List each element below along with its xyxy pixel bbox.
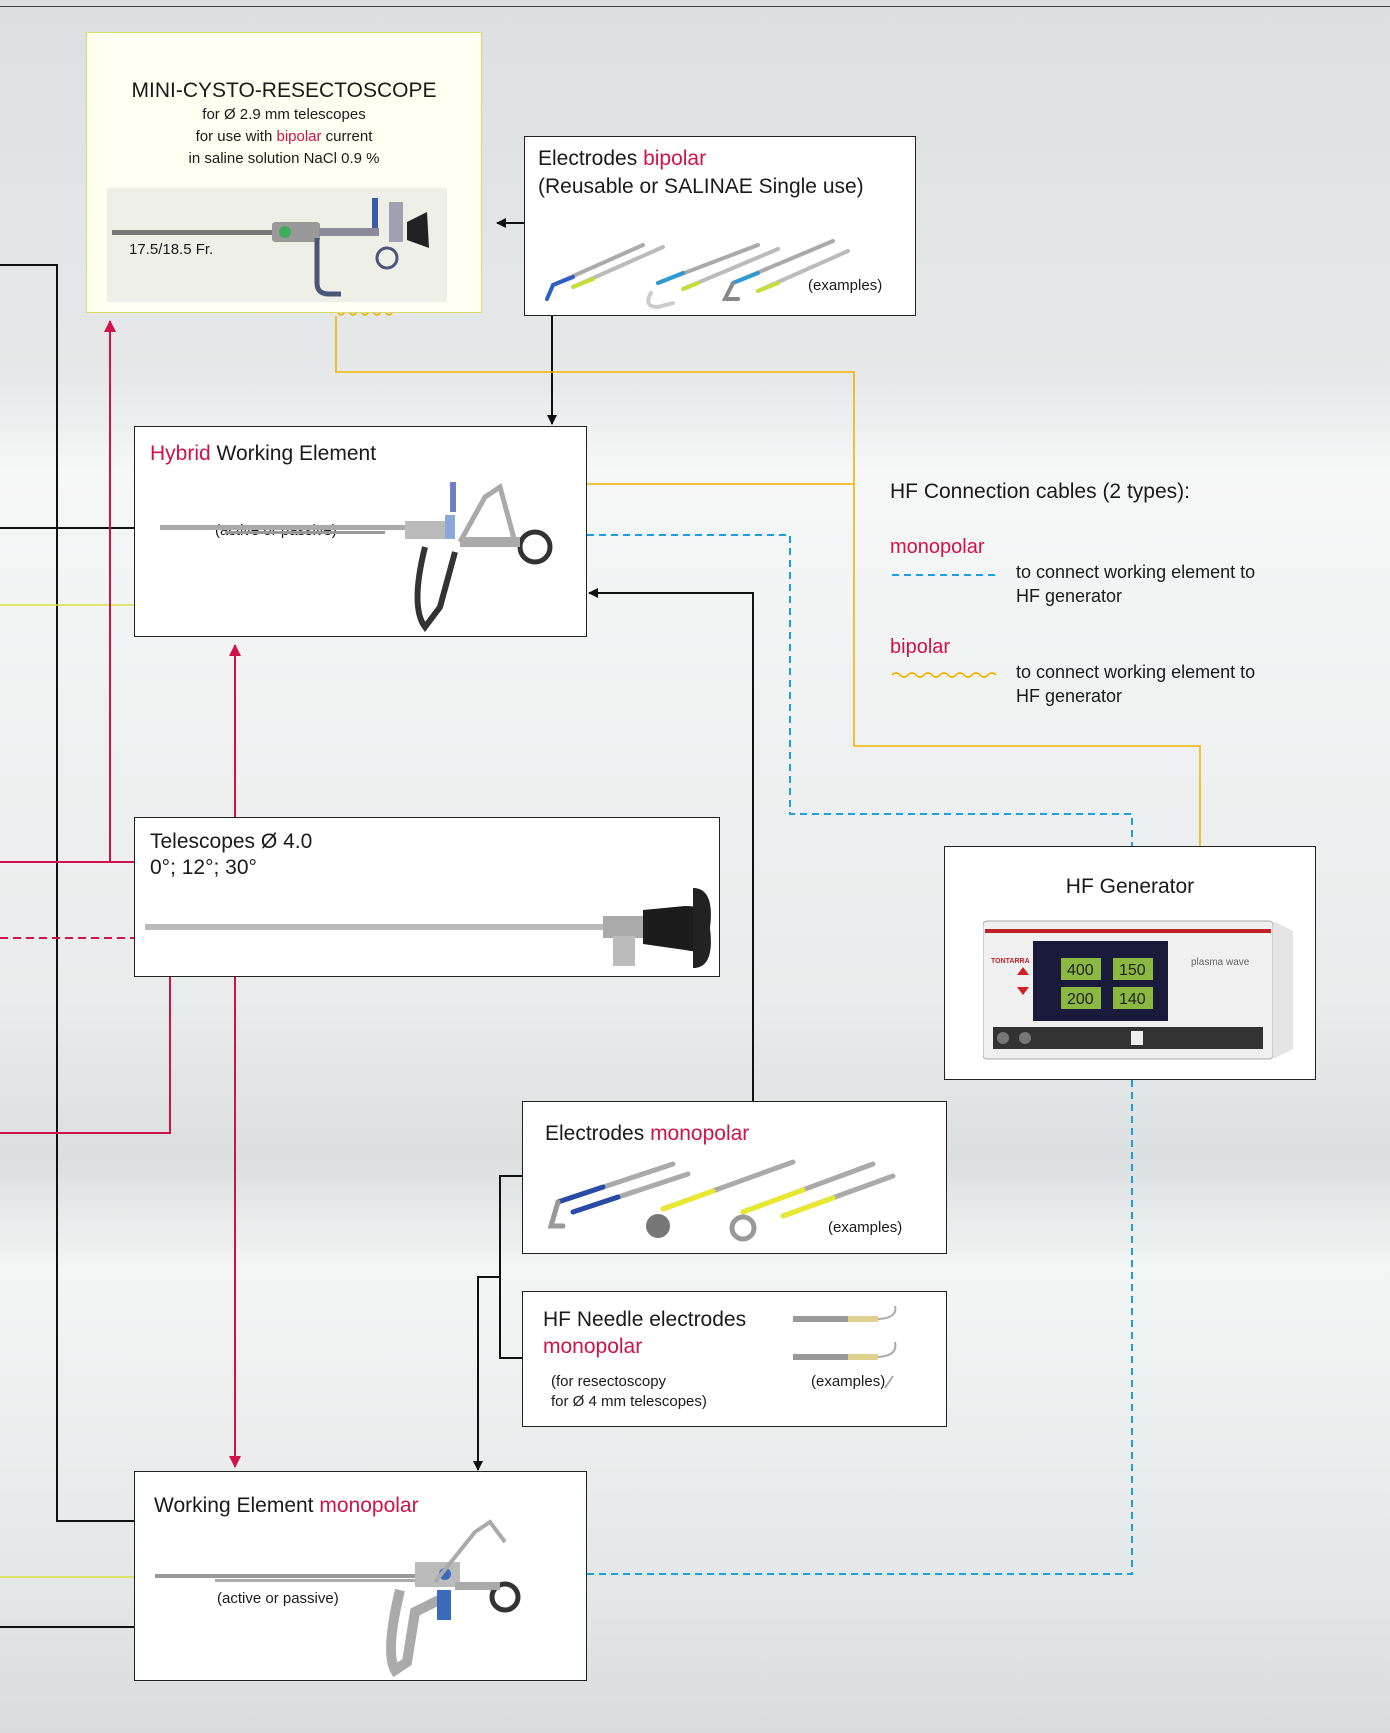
- needle-note1: (for resectoscopy: [551, 1373, 667, 1390]
- line-branch: [499, 1175, 522, 1359]
- bipolar-electrodes-image: [545, 239, 850, 310]
- electrodes-bipolar-subtitle: (Reusable or SALINAE Single use): [538, 175, 864, 198]
- telescopes-title: Telescopes Ø 4.0: [150, 830, 313, 853]
- needle-electrodes-image: [793, 1306, 897, 1389]
- resectoscope-title: MINI-CYSTO-RESECTOSCOPE: [131, 79, 437, 102]
- gen-brand: TONTARRA: [991, 958, 1030, 965]
- resectoscope-line1: for Ø 2.9 mm telescopes: [202, 106, 366, 123]
- telescopes-angles: 0°; 12°; 30°: [150, 856, 257, 879]
- hybrid-image: [160, 482, 553, 632]
- line-elecmono-to-hybrid: [588, 588, 754, 1101]
- electrodes-monopolar-note: (examples): [828, 1219, 903, 1236]
- needle-note2: for Ø 4 mm telescopes): [551, 1393, 707, 1410]
- we-mono-image: [155, 1519, 521, 1677]
- resectoscope-line2: for use with bipolar current: [195, 128, 373, 145]
- legend-bi-text2: HF generator: [1016, 686, 1123, 706]
- resectoscope-size: 17.5/18.5 Fr.: [129, 241, 214, 258]
- electrodes-bipolar-box: Electrodes bipolar (Reusable or SALINAE …: [524, 136, 916, 316]
- legend-mono-label: monopolar: [890, 536, 985, 558]
- gen-val3: 200: [1067, 991, 1094, 1008]
- legend-mono-text1: to connect working element to: [1016, 562, 1256, 582]
- hf-generator-image: 400 150 200 140 TONTARRA plasma wave: [983, 920, 1293, 1060]
- cable-mono-wemono: [587, 1080, 1133, 1575]
- gen-logo: plasma wave: [1191, 957, 1250, 968]
- hf-generator-box: HF Generator 400 150 200 140 TONTARRA pl…: [944, 846, 1316, 1080]
- needle-note: (examples): [811, 1373, 886, 1390]
- line-branch-to-wemono: [473, 1276, 500, 1471]
- resectoscope-line3: in saline solution NaCl 0.9 %: [188, 150, 380, 167]
- gen-val1: 400: [1067, 962, 1094, 979]
- cable-mono-hybrid: [587, 534, 1133, 846]
- hybrid-working-element-box: Hybrid Working Element (active or passiv…: [134, 426, 587, 637]
- needle-title: HF Needle electrodes: [543, 1308, 747, 1331]
- line-left-outer: [0, 264, 136, 1522]
- working-element-monopolar-box: Working Element monopolar (active or pas…: [134, 1471, 587, 1681]
- telescopes-box: Telescopes Ø 4.0 0°; 12°; 30°: [134, 817, 720, 977]
- needle-electrodes-box: HF Needle electrodes monopolar (for rese…: [522, 1291, 947, 1427]
- legend-mono-text2: HF generator: [1016, 586, 1123, 606]
- hybrid-title: Hybrid Working Element: [150, 442, 377, 465]
- needle-title-red: monopolar: [543, 1335, 643, 1358]
- we-mono-title: Working Element monopolar: [154, 1494, 419, 1517]
- legend-bi-label: bipolar: [890, 636, 951, 658]
- red-to-scope: [0, 320, 116, 863]
- resectoscope-image: [107, 188, 447, 302]
- hf-generator-title: HF Generator: [1065, 875, 1195, 898]
- telescope-image: [145, 888, 711, 968]
- red-lower-left: [0, 977, 171, 1134]
- we-mono-note: (active or passive): [217, 1590, 339, 1607]
- legend-bi-text1: to connect working element to: [1016, 662, 1256, 682]
- electrodes-monopolar-box: Electrodes monopolar (examples): [522, 1101, 947, 1254]
- electrodes-bipolar-title: Electrodes bipolar: [538, 147, 707, 170]
- gen-val4: 140: [1119, 991, 1146, 1008]
- electrodes-bipolar-note: (examples): [808, 277, 883, 294]
- gen-val2: 150: [1119, 962, 1146, 979]
- legend-bi-line: [891, 672, 997, 678]
- monopolar-electrodes-image: [547, 1159, 896, 1242]
- electrodes-monopolar-title: Electrodes monopolar: [545, 1122, 750, 1145]
- legend-title: HF Connection cables (2 types):: [890, 480, 1190, 503]
- top-border: [0, 0, 1390, 7]
- resectoscope-box: MINI-CYSTO-RESECTOSCOPE for Ø 2.9 mm tel…: [86, 32, 482, 313]
